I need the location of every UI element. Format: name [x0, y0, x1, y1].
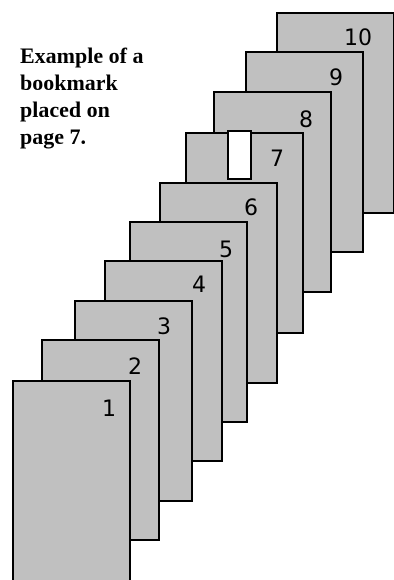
page-1: 1	[12, 380, 131, 580]
page-number-10: 10	[344, 26, 372, 51]
page-number-2: 2	[128, 355, 142, 380]
diagram-caption: Example of a bookmark placed on page 7.	[20, 42, 190, 150]
page-number-6: 6	[244, 196, 258, 221]
caption-line: page 7.	[20, 124, 86, 149]
page-number-5: 5	[219, 238, 233, 263]
page-number-4: 4	[192, 273, 206, 298]
page-number-1: 1	[102, 397, 116, 422]
page-number-9: 9	[329, 66, 343, 91]
caption-line: placed on	[20, 97, 110, 122]
bookmark	[227, 130, 252, 180]
page-number-8: 8	[299, 108, 313, 133]
caption-line: bookmark	[20, 70, 118, 95]
caption-line: Example of a	[20, 43, 144, 68]
page-number-7: 7	[270, 147, 284, 172]
page-number-3: 3	[157, 315, 171, 340]
